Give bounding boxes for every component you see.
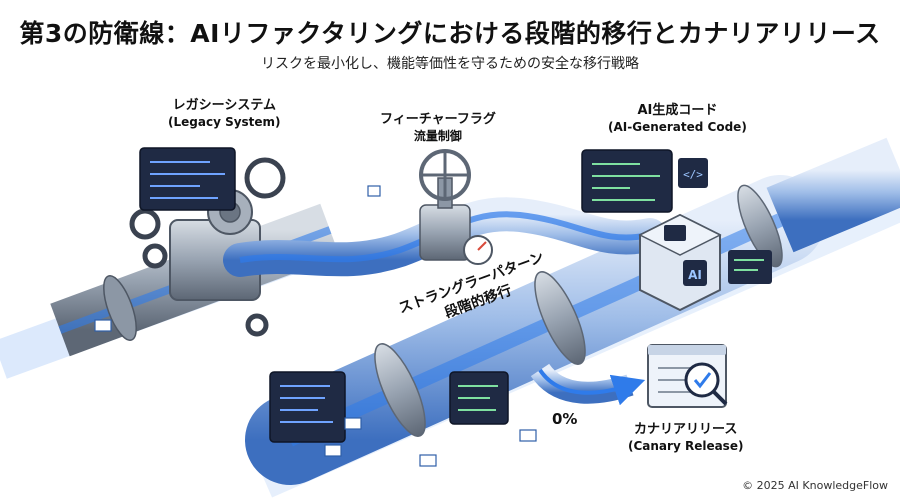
- flag-label-sub: 流量制御: [413, 129, 462, 143]
- data-packet-icons: [94, 185, 537, 467]
- ai-module: AI: [638, 213, 722, 312]
- bottom-code-panels: [269, 371, 509, 443]
- ai-chip-text: AI: [688, 268, 702, 282]
- legacy-system-label: レガシーシステム (Legacy System): [168, 98, 281, 130]
- legacy-label-ja: レガシーシステム: [172, 98, 276, 113]
- legacy-label-en: (Legacy System): [168, 115, 281, 129]
- canary-release-label: カナリアリリース (Canary Release): [628, 422, 743, 454]
- flag-label-ja: フィーチャーフラグ: [380, 112, 496, 127]
- gear-icon: [129, 157, 286, 337]
- ai-code-label: AI生成コード (AI-Generated Code): [608, 103, 747, 135]
- canary-branch-pipe: [530, 363, 646, 406]
- code-icon: </>: [683, 168, 703, 181]
- magnifier-check-icon: [684, 362, 728, 406]
- page-subtitle: リスクを最小化し、機能等価性を守るための安全な移行戦略: [261, 56, 639, 72]
- legacy-code-panel: [139, 147, 236, 211]
- canary-label-en: (Canary Release): [628, 439, 744, 453]
- ai-label-ja: AI生成コード: [637, 103, 718, 118]
- canary-percent: 0%: [552, 410, 578, 428]
- ai-code-panel: </>: [581, 149, 772, 284]
- ai-label-en: (AI-Generated Code): [608, 120, 747, 134]
- page-title: 第3の防衛線：AIリファクタリングにおける段階的移行とカナリアリリース: [19, 19, 881, 48]
- feature-flag-label: フィーチャーフラグ 流量制御: [380, 112, 496, 144]
- canary-label-ja: カナリアリリース: [634, 422, 738, 437]
- copyright: © 2025 AI KnowledgeFlow: [742, 479, 888, 492]
- feature-flag-valve: [419, 149, 493, 265]
